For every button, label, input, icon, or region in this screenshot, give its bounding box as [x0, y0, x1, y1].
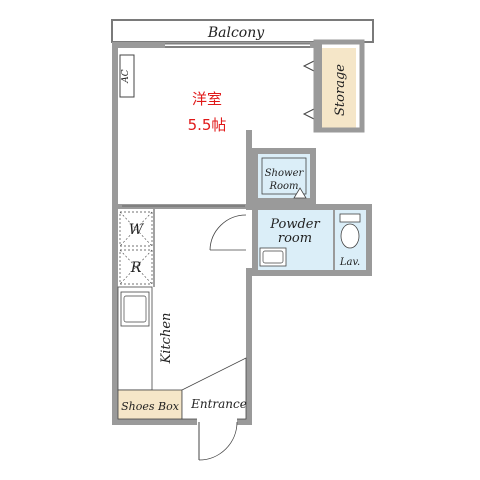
wall-room-right [246, 130, 252, 210]
wall-room-storage [316, 42, 322, 130]
western-room-size: 5.5帖 [188, 116, 227, 134]
ac-label: AC [121, 69, 131, 83]
shoes-box-label: Shoes Box [121, 400, 180, 413]
balcony-label: Balcony [207, 25, 265, 41]
entrance-door-gap [197, 418, 237, 426]
ac-unit [119, 54, 135, 98]
entrance-area [181, 357, 247, 420]
storage-area [322, 48, 356, 128]
storage-label: Storage [333, 64, 348, 116]
shower-drain-icon [293, 187, 307, 199]
kitchen-label: Kitchen [159, 313, 174, 365]
powder-room-label-2: room [278, 231, 312, 246]
shoes-box [117, 389, 183, 420]
shower-room-label-1: Shower [265, 168, 305, 179]
wall-bottom [112, 419, 252, 425]
walk-in-closet [118, 209, 154, 287]
shower-room-label-2: Room [268, 181, 298, 192]
toilet-icon [340, 223, 360, 249]
storage-door-mark-top [302, 59, 317, 73]
powder-door-swing [209, 214, 247, 251]
wall-right-lower [246, 268, 252, 425]
wr-label-w: W [129, 222, 145, 238]
toilet-tank [339, 213, 361, 223]
wall-left [112, 42, 118, 425]
western-room-label: 洋室 [192, 90, 222, 108]
entrance-label: Entrance [190, 397, 247, 411]
storage-door-mark-bottom [302, 107, 317, 121]
lav-label: Lav. [339, 257, 360, 268]
washbasin [259, 247, 287, 267]
wall-room-bottom [118, 204, 250, 209]
entrance-door-swing [198, 421, 238, 461]
kitchen-sink [120, 291, 150, 327]
wr-label-r: R [130, 260, 142, 276]
powder-room-label-1: Powder [269, 217, 320, 232]
storage-walls [313, 39, 365, 133]
